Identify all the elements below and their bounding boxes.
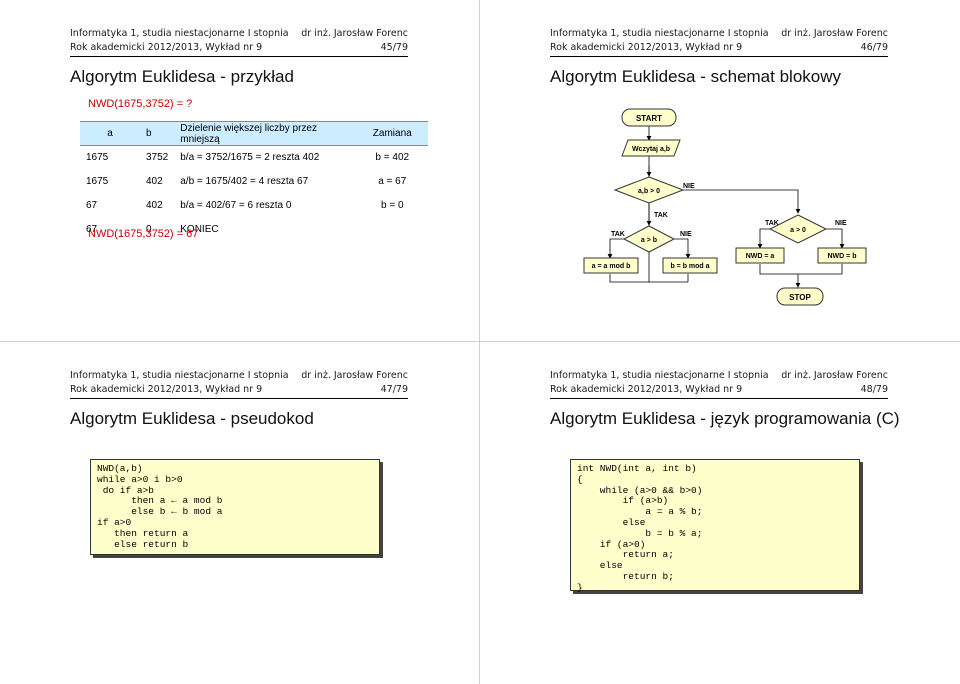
lecture-info: Rok akademicki 2012/2013, Wykład nr 9 xyxy=(550,384,743,395)
header-rule xyxy=(70,398,408,399)
cell-a: 1675 xyxy=(86,152,109,164)
result-text: NWD(1675,3752) = 67 xyxy=(88,228,199,240)
cell-division: a/b = 1675/402 = 4 reszta 67 xyxy=(180,176,309,187)
nwd-b-box xyxy=(817,247,867,264)
cell-division: b/a = 402/67 = 6 reszta 0 xyxy=(180,200,292,211)
euclid-steps-table: a b Dzielenie większej liczby przez mnie… xyxy=(80,121,429,242)
lecture-info: Rok akademicki 2012/2013, Wykład nr 9 xyxy=(550,42,743,53)
header-rule xyxy=(550,398,888,399)
column-header-b: b xyxy=(140,121,175,146)
assign-b-box xyxy=(662,257,718,274)
pseudocode-box: NWD(a,b) while a>0 i b>0 do if a>b then … xyxy=(90,459,380,555)
nwd-a-box xyxy=(735,247,785,264)
slide-divider-horizontal xyxy=(0,341,960,342)
cond3-no-label: NIE xyxy=(835,220,847,227)
author-name: dr inż. Jarosław Forenc xyxy=(781,370,888,381)
nwd-a-label: NWD = a xyxy=(746,253,775,260)
page-number: 46/79 xyxy=(860,42,888,53)
slide-header-left: Informatyka 1, studia niestacjonarne I s… xyxy=(550,27,769,55)
flowchart-connectors: START Wczytaj a,b a,b > 0 a > b a > 0 a … xyxy=(583,108,867,306)
cell-swap xyxy=(356,218,428,242)
table-row: 1675 3752 b/a = 3752/1675 = 2 reszta 402… xyxy=(80,146,428,170)
header-rule xyxy=(70,56,408,57)
slide-title: Algorytm Euklidesa - pseudokod xyxy=(70,409,314,428)
cond3-yes-label: TAK xyxy=(765,220,779,227)
table-header-row: a b Dzielenie większej liczby przez mnie… xyxy=(80,121,429,146)
slide-header-right: dr inż. Jarosław Forenc 47/79 xyxy=(301,369,408,397)
column-header-swap: Zamiana xyxy=(356,121,429,146)
page-number: 47/79 xyxy=(380,384,408,395)
slide-header-left: Informatyka 1, studia niestacjonarne I s… xyxy=(70,27,289,55)
cell-a: 67 xyxy=(86,224,98,235)
course-name: Informatyka 1, studia niestacjonarne I s… xyxy=(550,28,769,39)
slide-title: Algorytm Euklidesa - język programowania… xyxy=(550,409,900,428)
column-header-division: Dzielenie większej liczby przez mniejszą xyxy=(174,121,357,146)
table-row: 67 402 b/a = 402/67 = 6 reszta 0 b = 0 xyxy=(80,194,428,218)
table-row: 1675 402 a/b = 1675/402 = 4 reszta 67 a … xyxy=(80,170,428,194)
page-number: 48/79 xyxy=(860,384,888,395)
start-terminal xyxy=(621,108,677,127)
cond1-label: a,b > 0 xyxy=(638,188,660,195)
stop-label: STOP xyxy=(789,293,811,302)
stop-terminal xyxy=(776,287,824,306)
cond1-yes-label: TAK xyxy=(654,212,668,219)
course-name: Informatyka 1, studia niestacjonarne I s… xyxy=(70,370,289,381)
cell-a: 67 xyxy=(86,200,98,211)
cond1-no-label: NIE xyxy=(683,183,695,190)
cell-a: 1675 xyxy=(86,176,109,187)
cell-swap: b = 402 xyxy=(375,152,410,164)
slide-45: Informatyka 1, studia niestacjonarne I s… xyxy=(0,0,480,342)
cell-division: b/a = 3752/1675 = 2 reszta 402 xyxy=(180,152,320,164)
slide-46: Informatyka 1, studia niestacjonarne I s… xyxy=(480,0,960,342)
start-label: START xyxy=(636,114,662,123)
slide-title: Algorytm Euklidesa - schemat blokowy xyxy=(550,67,842,86)
lecture-info: Rok akademicki 2012/2013, Wykład nr 9 xyxy=(70,42,263,53)
slide-header-right: dr inż. Jarosław Forenc 46/79 xyxy=(781,27,888,55)
cell-b: 3752 xyxy=(146,152,169,164)
cond2-no-label: NIE xyxy=(680,231,692,238)
question-text: NWD(1675,3752) = ? xyxy=(88,98,193,110)
condition-a-gt-b-diamond xyxy=(622,225,676,253)
condition-a-gt-0-diamond xyxy=(768,214,828,244)
condition-ab-diamond xyxy=(613,176,685,204)
read-label: Wczytaj a,b xyxy=(632,146,670,153)
table-row: 67 0 KONIEC xyxy=(80,218,428,242)
slide-title: Algorytm Euklidesa - przykład xyxy=(70,67,294,86)
cell-swap: a = 67 xyxy=(378,176,407,187)
cell-b: 0 xyxy=(146,224,152,235)
course-name: Informatyka 1, studia niestacjonarne I s… xyxy=(550,370,769,381)
assign-a-label: a = a mod b xyxy=(592,263,631,270)
slide-header-left: Informatyka 1, studia niestacjonarne I s… xyxy=(70,369,289,397)
header-rule xyxy=(550,56,888,57)
slide-header-left: Informatyka 1, studia niestacjonarne I s… xyxy=(550,369,769,397)
slide-header-right: dr inż. Jarosław Forenc 45/79 xyxy=(301,27,408,55)
c-code-box: int NWD(int a, int b) { while (a>0 && b>… xyxy=(570,459,860,593)
slide-header-right: dr inż. Jarosław Forenc 48/79 xyxy=(781,369,888,397)
read-input-shape xyxy=(621,139,681,157)
cell-swap: b = 0 xyxy=(380,200,404,211)
assign-b-label: b = b mod a xyxy=(670,263,709,270)
cond2-label: a > b xyxy=(641,237,657,244)
slide-divider-vertical xyxy=(479,0,480,684)
cond2-yes-label: TAK xyxy=(611,231,625,238)
lecture-info: Rok akademicki 2012/2013, Wykład nr 9 xyxy=(70,384,263,395)
author-name: dr inż. Jarosław Forenc xyxy=(781,28,888,39)
assign-a-box xyxy=(583,257,639,274)
author-name: dr inż. Jarosław Forenc xyxy=(301,370,408,381)
cell-b: 402 xyxy=(146,200,163,211)
cond3-label: a > 0 xyxy=(790,227,806,234)
slide-47: Informatyka 1, studia niestacjonarne I s… xyxy=(0,342,480,684)
course-name: Informatyka 1, studia niestacjonarne I s… xyxy=(70,28,289,39)
page-number: 45/79 xyxy=(380,42,408,53)
nwd-b-label: NWD = b xyxy=(828,253,857,260)
author-name: dr inż. Jarosław Forenc xyxy=(301,28,408,39)
cell-division: KONIEC xyxy=(180,224,219,235)
column-header-a: a xyxy=(80,121,140,146)
cell-b: 402 xyxy=(146,176,163,187)
slide-48: Informatyka 1, studia niestacjonarne I s… xyxy=(480,342,960,684)
